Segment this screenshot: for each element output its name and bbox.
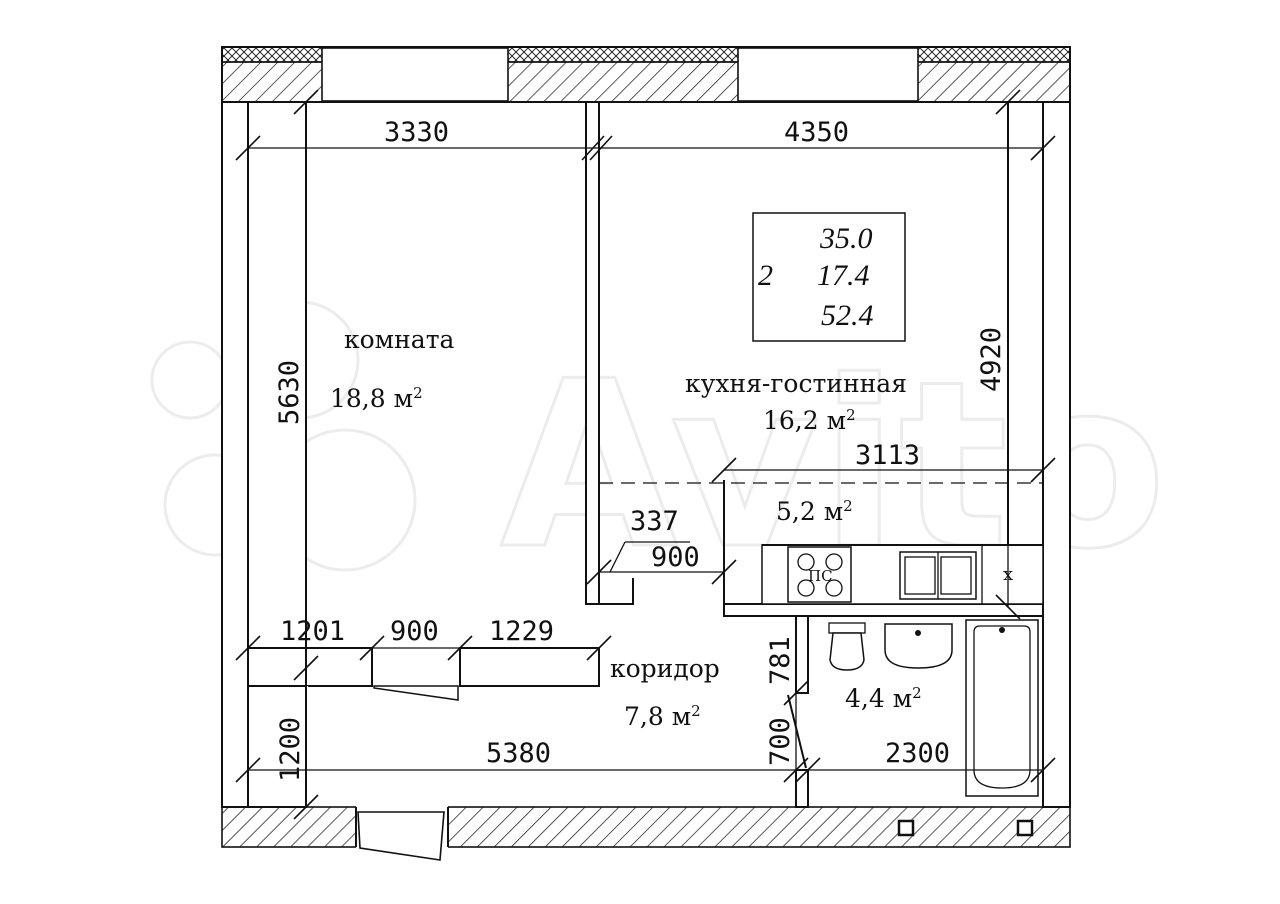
living-area: 35.0: [819, 222, 873, 255]
kitchen-counter: ПС x: [761, 544, 1044, 605]
exterior-wall-bottom: [221, 806, 1071, 861]
rooms-count: 2: [758, 259, 773, 292]
dim-hall-length: 5380: [486, 738, 551, 769]
dim-bath-depth: 781: [765, 636, 796, 685]
room-area: 18,8 м2: [330, 384, 423, 413]
dim-room-width: 3330: [384, 117, 449, 148]
dim-kitchen-width: 4350: [784, 117, 849, 148]
total-area: 52.4: [821, 299, 874, 332]
dim-kitchen-door: 900: [651, 542, 700, 573]
kitchen-name: кухня-гостинная: [685, 369, 907, 398]
washbasin-icon: [884, 623, 953, 669]
dim-bath-width: 2300: [885, 738, 950, 769]
room-name: комната: [344, 325, 455, 354]
dim-right-segment: 1229: [489, 616, 554, 647]
corridor-name: коридор: [610, 654, 720, 683]
dimension-lines: [235, 89, 1056, 820]
bathroom-door: [787, 694, 807, 769]
dim-jamb: 337: [630, 506, 679, 537]
room-labels: комната 18,8 м2 кухня-гостинная 16,2 м2 …: [330, 325, 922, 731]
bathroom-fixtures: [828, 619, 1039, 797]
dim-kitchen-height: 4920: [976, 327, 1007, 392]
dimension-labels: 3330 4350 5630 4920 3113 337 900 1201 90…: [274, 117, 1007, 782]
bathtub-icon: [965, 619, 1039, 797]
area-summary-box: 35.0 2 17.4 52.4: [752, 212, 906, 342]
interior-walls: [247, 101, 1044, 808]
doors: [373, 685, 807, 769]
stove-label: ПС: [808, 567, 833, 585]
vent-duct-icon: [897, 819, 915, 837]
dim-bath-door: 700: [765, 717, 796, 766]
entrance-door: [357, 811, 445, 861]
dim-left-segment: 1201: [280, 616, 345, 647]
exterior-wall-top: [221, 46, 1071, 103]
dim-hall-width: 1200: [275, 717, 306, 782]
toilet-icon: [828, 622, 866, 671]
corridor-area: 7,8 м2: [624, 702, 701, 731]
kitchen-zone-area: 5,2 м2: [776, 497, 853, 526]
room-door: [373, 685, 459, 701]
dim-room-height: 5630: [274, 360, 305, 425]
bathroom-area: 4,4 м2: [845, 684, 922, 713]
kitchen-area-total: 17.4: [817, 259, 870, 292]
dim-room-door: 900: [390, 616, 439, 647]
vent-duct-icon: [1016, 819, 1034, 837]
kitchen-area: 16,2 м2: [763, 406, 856, 435]
dim-kitchen-zone: 3113: [855, 440, 920, 471]
